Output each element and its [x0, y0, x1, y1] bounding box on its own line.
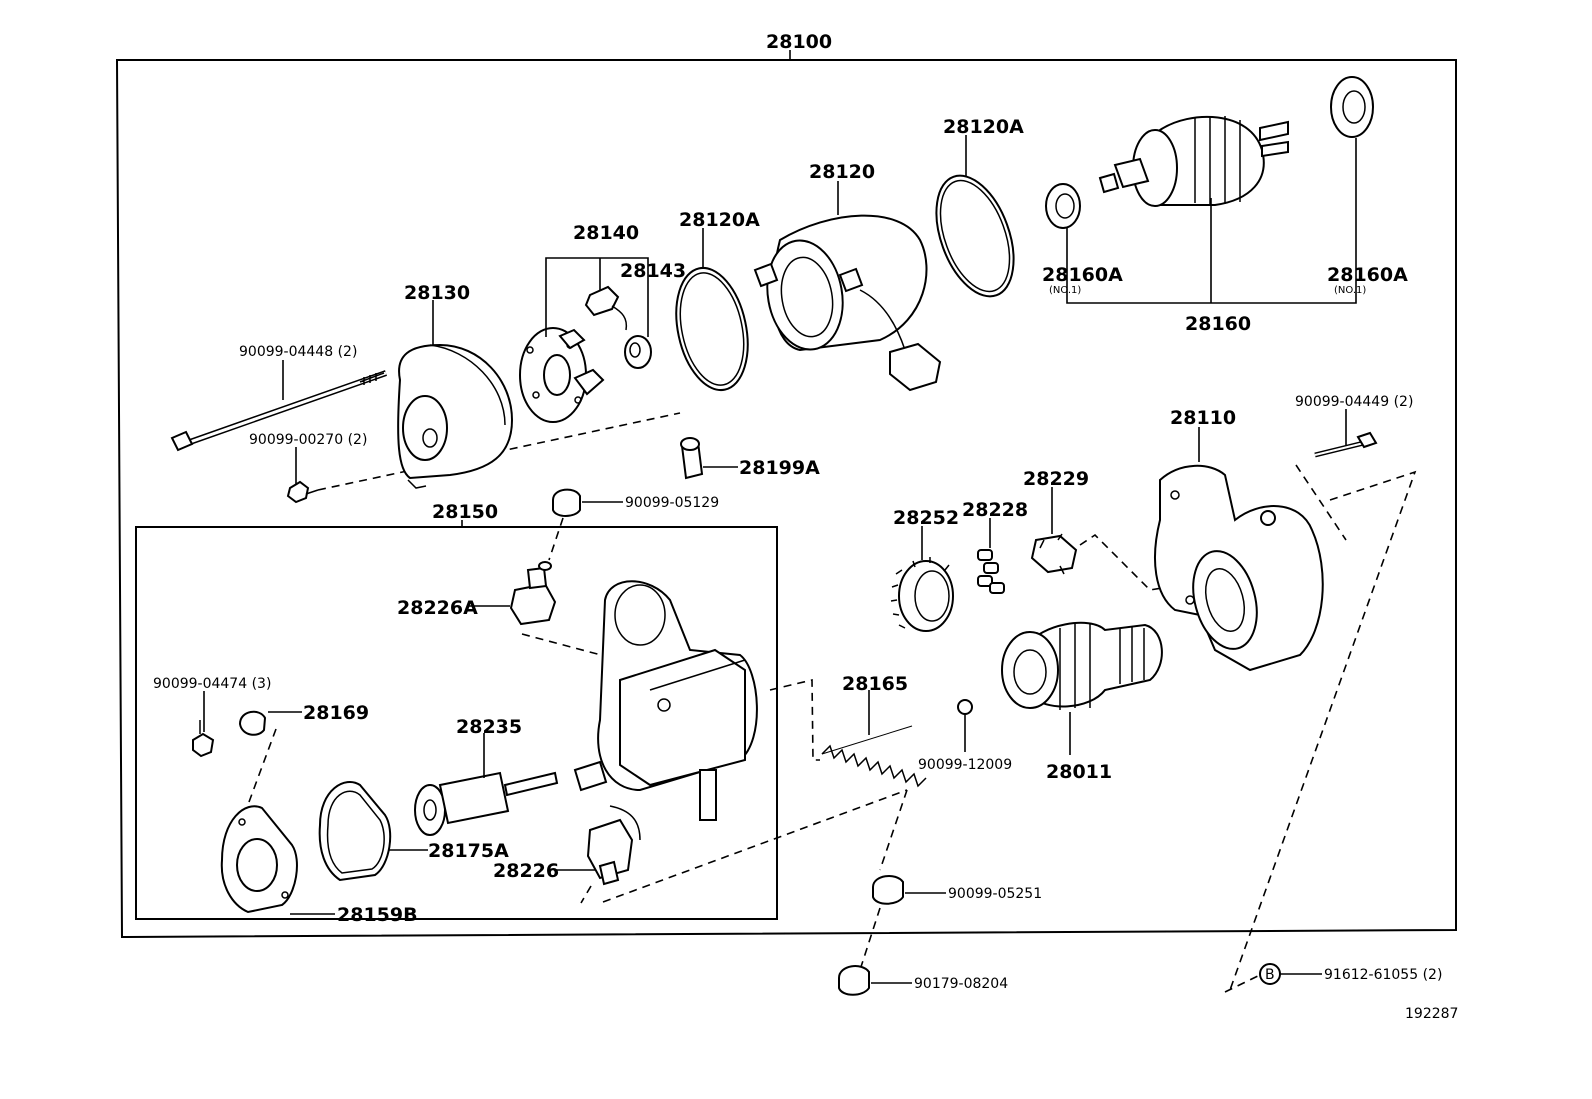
bearing-icon	[1330, 76, 1374, 138]
label-28120A-right[interactable]: 28120A	[943, 116, 1024, 138]
label-28120[interactable]: 28120	[809, 161, 875, 183]
label-28165[interactable]: 28165	[842, 673, 908, 695]
terminal-28226A	[509, 561, 557, 626]
label-28143[interactable]: 28143	[620, 260, 686, 282]
bolt-icon	[1314, 431, 1378, 458]
ball-icon	[957, 699, 973, 715]
label-28235[interactable]: 28235	[456, 716, 522, 738]
assembly-frame-28100	[115, 59, 1457, 939]
spring-28143	[624, 335, 652, 369]
label-90099-12009[interactable]: 90099-12009	[918, 757, 1012, 773]
cap-90099-05129	[552, 488, 581, 517]
armature-28160	[1098, 115, 1289, 207]
subassembly-frame-28150	[135, 526, 778, 920]
label-28160A-left-note: (NO.1)	[1049, 285, 1081, 296]
label-90099-05251[interactable]: 90099-05251	[948, 886, 1042, 902]
cover-28159B	[220, 805, 298, 914]
retainer-28229	[1030, 533, 1078, 575]
label-90179-08204[interactable]: 90179-08204	[914, 976, 1008, 992]
label-28169[interactable]: 28169	[303, 702, 369, 724]
bushing-28199A	[680, 437, 704, 480]
terminal-28226	[586, 805, 641, 886]
cap-90099-05251	[872, 875, 904, 905]
yoke-28120	[753, 214, 942, 392]
screw-icon	[286, 480, 319, 504]
end-housing-28130	[397, 343, 514, 489]
label-90099-05129[interactable]: 90099-05129	[625, 495, 719, 511]
label-28229[interactable]: 28229	[1023, 468, 1089, 490]
label-28199A[interactable]: 28199A	[739, 457, 820, 479]
label-28226[interactable]: 28226	[493, 860, 559, 882]
label-28252[interactable]: 28252	[893, 507, 959, 529]
label-28160[interactable]: 28160	[1185, 313, 1251, 335]
label-28159B[interactable]: 28159B	[337, 904, 418, 926]
bearing-icon	[1045, 183, 1081, 229]
brush-28140	[584, 285, 628, 331]
washer-icon	[238, 710, 267, 736]
label-90099-04474[interactable]: 90099-04474 (3)	[153, 676, 271, 692]
label-28130[interactable]: 28130	[404, 282, 470, 304]
gasket-28175A	[318, 780, 392, 882]
label-28175A[interactable]: 28175A	[428, 840, 509, 862]
screw-icon	[192, 720, 215, 758]
o-ring-icon	[935, 174, 1015, 298]
roller-28228	[977, 549, 1005, 594]
drive-housing-28110	[1154, 464, 1324, 672]
brush-holder-28140	[519, 327, 605, 423]
label-28100[interactable]: 28100	[766, 31, 832, 53]
label-28160A-right[interactable]: 28160A	[1327, 264, 1408, 286]
label-28011[interactable]: 28011	[1046, 761, 1112, 783]
plunger-28235	[414, 771, 559, 836]
badge-b-label: B	[1265, 967, 1275, 983]
label-90099-04448[interactable]: 90099-04448 (2)	[239, 344, 357, 360]
label-28226A[interactable]: 28226A	[397, 597, 478, 619]
bolt-icon	[170, 370, 387, 452]
spring-icon	[821, 725, 927, 788]
solenoid-housing-28150	[573, 580, 758, 821]
label-28150[interactable]: 28150	[432, 501, 498, 523]
nut-icon	[838, 965, 870, 996]
gear-icon	[890, 557, 954, 632]
diagram-id: 192287	[1405, 1006, 1458, 1022]
pinion-clutch-28011	[1001, 621, 1163, 710]
label-28228[interactable]: 28228	[962, 499, 1028, 521]
label-28140[interactable]: 28140	[573, 222, 639, 244]
label-90099-00270[interactable]: 90099-00270 (2)	[249, 432, 367, 448]
label-28160A-left[interactable]: 28160A	[1042, 264, 1123, 286]
label-28160A-right-note: (NO.1)	[1334, 285, 1366, 296]
o-ring-icon	[675, 266, 749, 392]
label-28120A-left[interactable]: 28120A	[679, 209, 760, 231]
label-90099-04449[interactable]: 90099-04449 (2)	[1295, 394, 1413, 410]
label-28110[interactable]: 28110	[1170, 407, 1236, 429]
label-91612-61055[interactable]: 91612-61055 (2)	[1324, 967, 1442, 983]
